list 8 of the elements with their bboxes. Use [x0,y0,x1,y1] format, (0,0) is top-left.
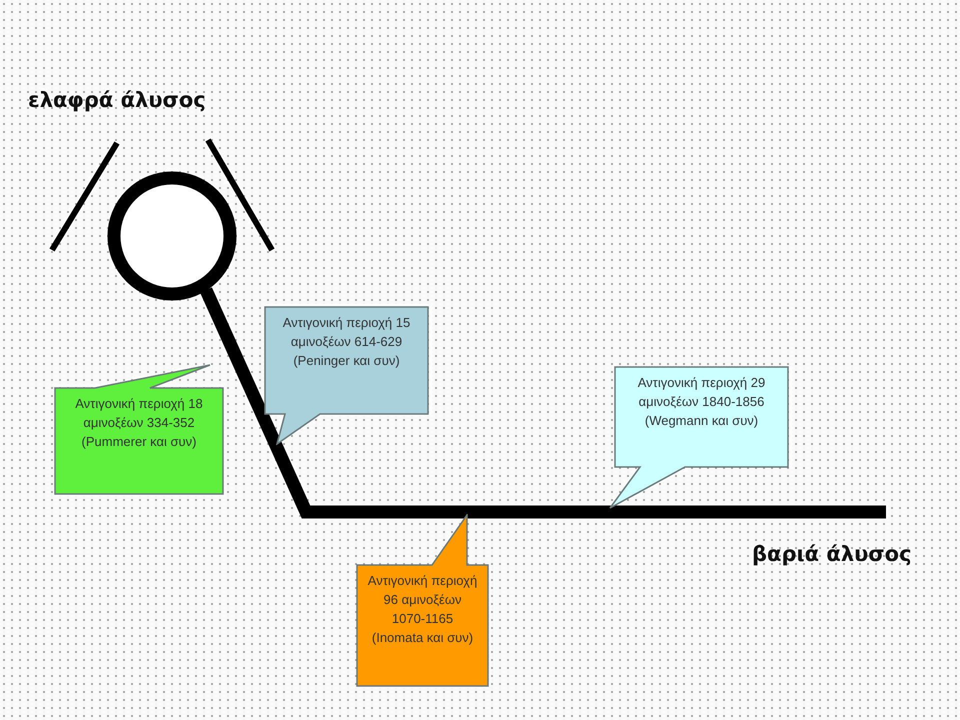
chain-label: ελαφρά άλυσος [28,88,206,112]
callout-text: Αντιγονική περιοχή 29 αμινοξέων 1840-1856 (Wegmann και συν) [636,374,766,430]
antibody-chain-drawing [49,137,886,518]
chain-label: βαριά άλυσος [752,542,912,566]
callout-text: Αντιγονική περιοχή 96 αμινοξέων 1070-1165 (Inomata και συν) [366,572,478,647]
callout-box [356,514,489,687]
callout-text: Αντιγονική περιοχή 15 αμινοξέων 614-629 (Peninger και συν) [282,314,412,370]
callout-text: Αντιγονική περιοχή 18 αμινοξέων 334-352 (Pummerer και συν) [74,395,204,451]
